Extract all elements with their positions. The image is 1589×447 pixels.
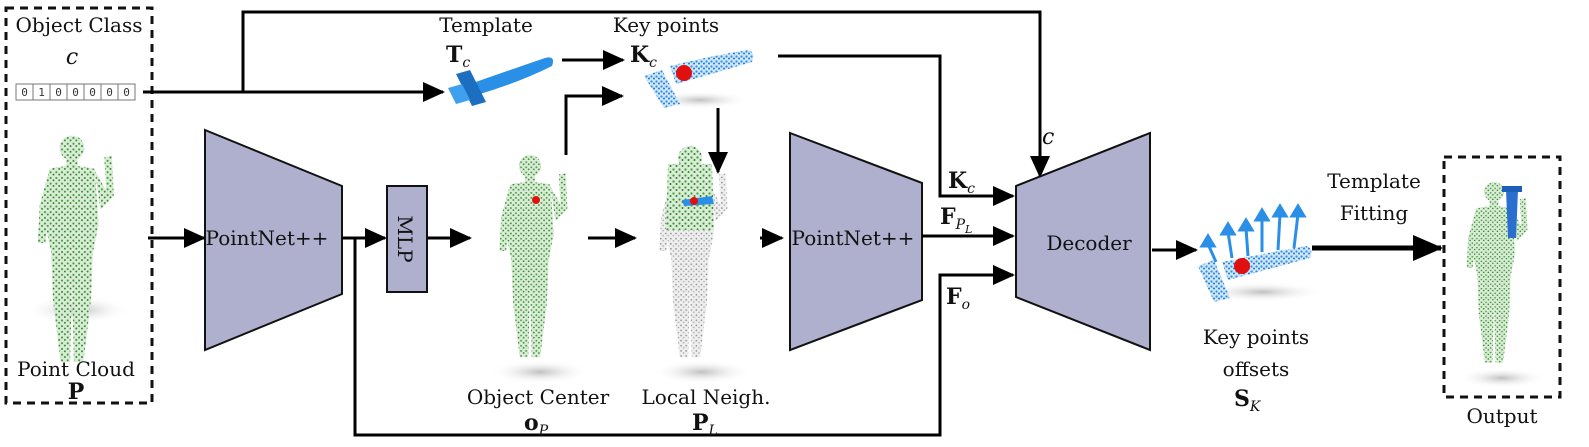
pointnet2-label: PointNet++ (792, 226, 915, 250)
object-center-label: Object Center (467, 385, 610, 409)
decoder-keypoints-input-label: Kc (948, 168, 975, 197)
keypoints-image (644, 50, 754, 109)
offset-arrow-shaft (1276, 213, 1282, 251)
onehot-cell (117, 83, 136, 101)
decoder-class-input-label: c (1042, 125, 1054, 150)
onehot-bit: 0 (106, 86, 113, 99)
class-top-wire (143, 10, 1050, 178)
decoder-local-feature-label: FPL (940, 204, 972, 236)
offsets-label-line1: Key points (1203, 325, 1309, 349)
onehot-bit: 0 (89, 86, 96, 99)
local-neigh-symbol: PL (692, 410, 718, 439)
offset-arrow-head (1253, 207, 1271, 222)
offset-arrow-shaft (1226, 231, 1234, 259)
pointnet2-block (789, 131, 923, 352)
onehot-bit: 0 (72, 86, 79, 99)
template-fitting-line2: Fitting (1340, 201, 1409, 225)
object-class-label: Object Class (16, 13, 143, 37)
template-symbol: Tc (446, 42, 470, 71)
template-hammer-image (448, 57, 554, 106)
pointnet1-label: PointNet++ (206, 226, 329, 250)
offset-arrow-head (1289, 203, 1307, 218)
keypoints-symbol: Kc (630, 42, 657, 71)
offsets-label-line2: offsets (1223, 357, 1290, 381)
output-label: Output (1466, 404, 1537, 428)
decoder-block (1015, 131, 1151, 352)
offset-arrow-shaft (1244, 227, 1250, 257)
decoder-label: Decoder (1046, 231, 1132, 255)
mlp-block (386, 185, 428, 293)
keypoints-to-decoder-wire (778, 54, 1015, 206)
offset-arrow-head (1237, 217, 1255, 232)
offset-arrow-head (1219, 221, 1237, 236)
object-center-symbol: oP (524, 410, 549, 439)
template-fitting-line1: Template (1327, 169, 1421, 193)
decoder-object-feature-label: Fo (946, 284, 970, 313)
template-label: Template (439, 13, 533, 37)
object-class-symbol: c (66, 45, 78, 70)
offsets-symbol: SK (1234, 386, 1262, 415)
keypoints-label: Key points (613, 13, 719, 37)
mlp-label: MLP (393, 215, 417, 262)
onehot-bit: 1 (38, 86, 45, 99)
local-neigh-human (652, 146, 752, 384)
pointnet1-block (204, 128, 343, 352)
object-center-human (490, 154, 590, 384)
feature-skip-wire (353, 238, 1015, 437)
point-cloud-symbol: P (68, 379, 85, 405)
point-cloud-label: Point Cloud (17, 357, 135, 381)
output-human (1458, 181, 1546, 388)
local-neigh-label: Local Neigh. (642, 385, 771, 409)
input-box (4, 6, 154, 405)
center-to-keypoints-wire (564, 86, 624, 155)
offset-arrow-shaft (1292, 213, 1300, 249)
offset-arrow-head (1199, 233, 1217, 248)
offset-arrow-head (1271, 203, 1289, 218)
output-box (1442, 155, 1562, 399)
onehot-bit: 0 (55, 86, 62, 99)
onehot-bit: 0 (21, 86, 28, 99)
point-cloud-human (26, 135, 130, 362)
keypoint-offsets-image (1198, 203, 1324, 302)
onehot-bit: 0 (123, 86, 130, 99)
